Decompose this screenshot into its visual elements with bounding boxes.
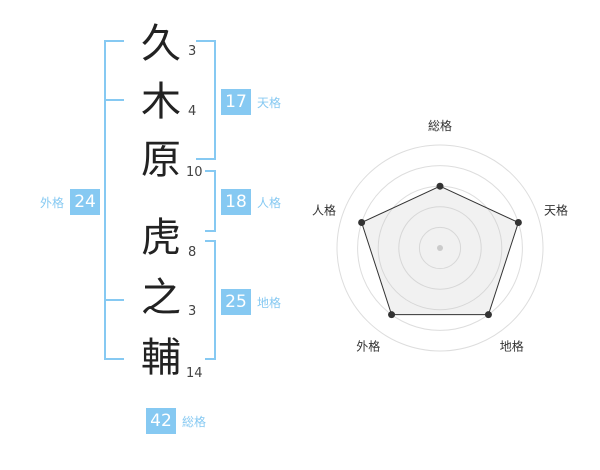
tenkaku-badge: 17 天格 xyxy=(221,89,281,115)
jinkaku-badge: 18 人格 xyxy=(221,189,281,215)
radar-point-5 xyxy=(358,219,366,227)
gaikaku-badge: 外格 24 xyxy=(40,189,101,215)
chikaku-label: 地格 xyxy=(257,295,282,310)
name-char-3: 原 xyxy=(141,137,181,183)
gaikaku-bracket-tick-upper xyxy=(104,99,124,101)
jinkaku-value: 18 xyxy=(221,189,251,215)
radar-ring-1 xyxy=(418,226,462,270)
stroke-count-6: 14 xyxy=(186,366,203,381)
radar-ring-5 xyxy=(336,144,544,352)
soukaku-badge: 42 総格 xyxy=(146,408,206,434)
radar-point-4 xyxy=(388,311,396,319)
tenkaku-bracket xyxy=(196,40,216,160)
radar-point-1 xyxy=(436,182,444,190)
stroke-count-4: 8 xyxy=(188,245,197,260)
chikaku-badge: 25 地格 xyxy=(221,289,281,315)
radar-center-dot xyxy=(437,245,443,251)
name-char-5: 之 xyxy=(141,275,181,321)
tenkaku-value: 17 xyxy=(221,89,251,115)
gaikaku-bracket xyxy=(104,40,124,360)
stroke-count-1: 3 xyxy=(188,44,197,59)
radar-axis-label-4: 外格 xyxy=(356,339,380,354)
name-char-4: 虎 xyxy=(141,215,181,261)
name-char-6: 輔 xyxy=(141,335,181,381)
radar-data-polygon xyxy=(361,185,519,316)
radar-axis-label-2: 天格 xyxy=(544,202,568,217)
gaikaku-bracket-tick-lower xyxy=(104,299,124,301)
soukaku-label: 総格 xyxy=(182,414,207,429)
jinkaku-bracket xyxy=(205,170,216,232)
soukaku-value: 42 xyxy=(146,408,176,434)
radar-ring-4 xyxy=(357,165,523,331)
chikaku-bracket xyxy=(205,240,216,360)
chikaku-value: 25 xyxy=(221,289,251,315)
gaikaku-value: 24 xyxy=(70,189,101,215)
stroke-count-2: 4 xyxy=(188,104,197,119)
name-char-2: 木 xyxy=(141,79,181,125)
radar-axis-label-3: 地格 xyxy=(500,339,524,354)
stroke-count-5: 3 xyxy=(188,304,197,319)
radar-point-2 xyxy=(514,219,522,227)
name-char-1: 久 xyxy=(141,21,181,67)
stroke-count-3: 10 xyxy=(186,165,203,180)
gaikaku-label: 外格 xyxy=(40,195,65,210)
radar-axis-label-1: 総格 xyxy=(428,118,452,133)
jinkaku-label: 人格 xyxy=(257,195,282,210)
tenkaku-label: 天格 xyxy=(257,95,282,110)
radar-ring-2 xyxy=(398,206,482,290)
radar-axis-label-5: 人格 xyxy=(312,202,336,217)
radar-point-3 xyxy=(484,311,492,319)
